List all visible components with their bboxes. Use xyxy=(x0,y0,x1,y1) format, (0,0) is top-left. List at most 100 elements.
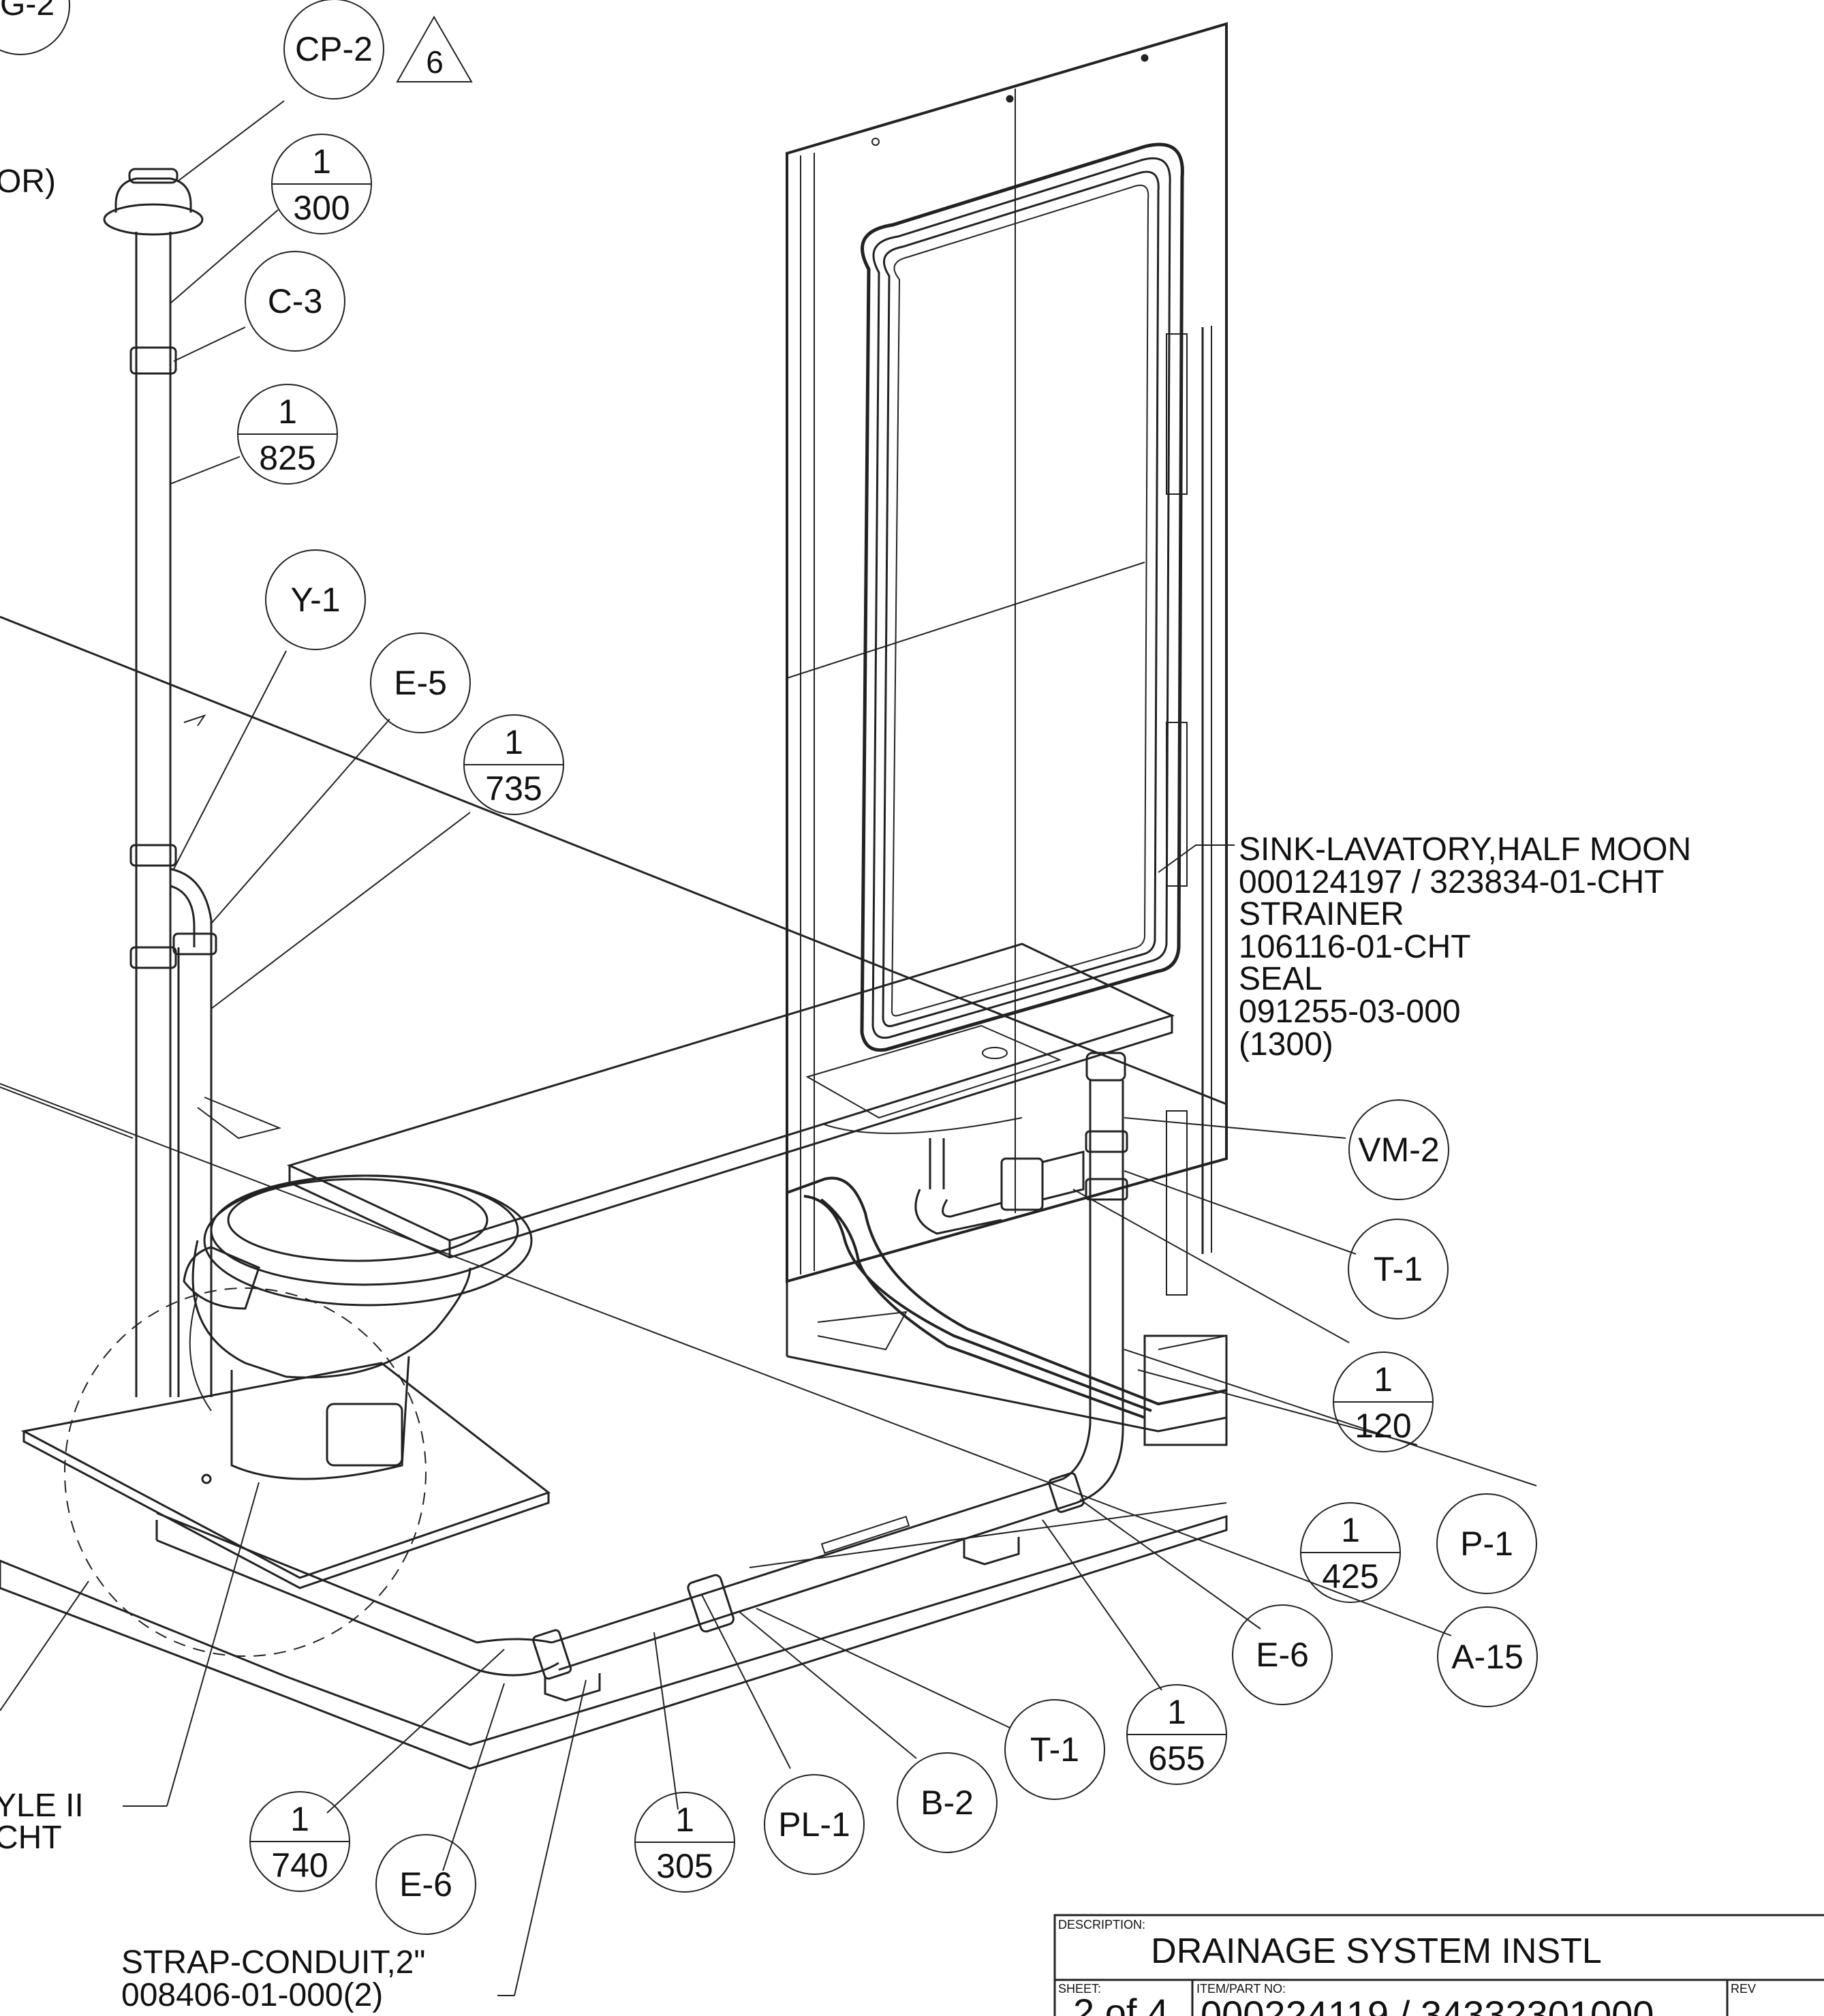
title-block: DESCRIPTION: DRAINAGE SYSTEM INSTL SHEET… xyxy=(1053,1914,1824,2016)
fraction-denominator: 735 xyxy=(485,769,542,808)
toilet-note: YLE II CHT xyxy=(0,1788,84,1856)
callout-label: P-1 xyxy=(1460,1525,1513,1563)
strap-note-line: 008406-01-000(2) xyxy=(121,1977,383,2013)
callout-g2-circle xyxy=(0,0,70,55)
callout-circle xyxy=(897,1752,998,1853)
partial-labels: G-2 OR) xyxy=(0,0,70,200)
revision-triangle: 6 xyxy=(396,15,473,82)
fraction-balloon: 1300 xyxy=(271,134,372,234)
sink-note-line: 091255-03-000 xyxy=(1239,994,1461,1030)
callout-circle xyxy=(1348,1099,1449,1200)
callout-circle xyxy=(370,632,471,733)
callout-label: CP-2 xyxy=(295,30,373,68)
fraction-numerator: 1 xyxy=(1167,1693,1186,1731)
callout-circle xyxy=(1437,1606,1538,1707)
sink-note-line: 106116-01-CHT xyxy=(1239,929,1471,965)
shower-panel xyxy=(786,22,1228,1446)
fraction-denominator: 655 xyxy=(1148,1739,1205,1777)
callout-circle xyxy=(1348,1219,1449,1319)
callout-balloon: VM-2 xyxy=(1348,1099,1449,1200)
callout-label: T-1 xyxy=(1374,1250,1423,1288)
leader-lines xyxy=(0,100,1537,1996)
callout-balloon: E-6 xyxy=(375,1834,476,1935)
sink-note-line: 000124197 / 323834-01-CHT xyxy=(1239,864,1664,900)
sink-note-line: SEAL xyxy=(1239,961,1323,997)
rev-label: REV xyxy=(1731,1982,1756,1996)
fraction-numerator: 1 xyxy=(1374,1360,1393,1399)
fraction-denominator: 120 xyxy=(1355,1407,1411,1445)
callout-label: A-15 xyxy=(1451,1638,1524,1676)
callout-circle xyxy=(283,0,384,100)
fraction-denominator: 300 xyxy=(293,189,350,227)
callout-label: B-2 xyxy=(921,1784,974,1822)
toilet xyxy=(20,1174,551,1657)
callout-balloon: PL-1 xyxy=(764,1774,865,1875)
callout-circle xyxy=(265,549,366,650)
sink-note: SINK-LAVATORY,HALF MOON 000124197 / 3238… xyxy=(1239,831,1691,1063)
callout-balloon: T-1 xyxy=(1348,1219,1449,1319)
callout-balloon: CP-2 xyxy=(283,0,384,100)
description-label: DESCRIPTION: xyxy=(1058,1918,1145,1931)
sink-note-line: SINK-LAVATORY,HALF MOON xyxy=(1239,831,1691,868)
callout-circle xyxy=(764,1774,865,1875)
fraction-numerator: 1 xyxy=(290,1800,309,1838)
callout-label: E-6 xyxy=(1256,1636,1309,1674)
vent-stack xyxy=(103,168,217,1397)
drain-run xyxy=(155,1472,1085,1702)
callout-balloon: E-6 xyxy=(1232,1604,1333,1705)
callout-label: Y-1 xyxy=(290,581,340,619)
callout-circle xyxy=(1436,1493,1537,1594)
callout-balloon: T-1 xyxy=(1004,1699,1105,1800)
revision-number: 6 xyxy=(426,44,444,80)
callout-balloon: Y-1 xyxy=(265,549,366,650)
fraction-numerator: 1 xyxy=(278,393,297,431)
callout-balloon: C-3 xyxy=(245,251,345,352)
callout-circle xyxy=(375,1834,476,1935)
fraction-denominator: 305 xyxy=(656,1847,713,1885)
sink-drain xyxy=(914,1052,1128,1504)
toilet-note-line: CHT xyxy=(0,1820,62,1856)
strap-note-line: STRAP-CONDUIT,2" xyxy=(121,1944,425,1981)
sink-note-line: (1300) xyxy=(1239,1026,1333,1063)
callout-balloon: P-1 xyxy=(1436,1493,1537,1594)
sheet-value: 2 of 4 xyxy=(1073,1991,1169,2016)
floor-structure xyxy=(0,615,1452,1770)
callout-balloon: A-15 xyxy=(1437,1606,1538,1707)
fraction-denominator: 740 xyxy=(271,1846,328,1884)
callout-circle xyxy=(245,251,345,352)
callout-label: C-3 xyxy=(268,282,323,320)
partial-note-or: OR) xyxy=(0,164,56,200)
callout-label: PL-1 xyxy=(778,1805,850,1844)
fraction-denominator: 825 xyxy=(259,439,315,477)
callout-balloon: E-5 xyxy=(370,632,471,733)
callout-circle xyxy=(1004,1699,1105,1800)
sink-note-line: STRAINER xyxy=(1239,896,1404,932)
callout-label: E-5 xyxy=(394,664,447,702)
fraction-numerator: 1 xyxy=(675,1801,694,1839)
toilet-note-line: YLE II xyxy=(0,1788,84,1824)
callout-g2-label: G-2 xyxy=(0,0,55,22)
countertop xyxy=(286,943,1175,1259)
callout-label: T-1 xyxy=(1030,1730,1079,1769)
strap-note: STRAP-CONDUIT,2" 008406-01-000(2) xyxy=(121,1944,425,2013)
fraction-numerator: 1 xyxy=(1341,1511,1360,1549)
sheet-label: SHEET: xyxy=(1058,1982,1101,1996)
fraction-numerator: 1 xyxy=(312,142,331,181)
fraction-numerator: 1 xyxy=(504,723,523,761)
callout-balloon: B-2 xyxy=(897,1752,998,1853)
callout-label: E-6 xyxy=(399,1865,452,1904)
fraction-denominator: 425 xyxy=(1322,1557,1378,1595)
callout-label: VM-2 xyxy=(1358,1131,1439,1169)
callout-circle xyxy=(1232,1604,1333,1705)
item-label: ITEM/PART NO: xyxy=(1196,1982,1286,1996)
item-value: 000224119 / 34332301000 xyxy=(1201,1993,1654,2016)
